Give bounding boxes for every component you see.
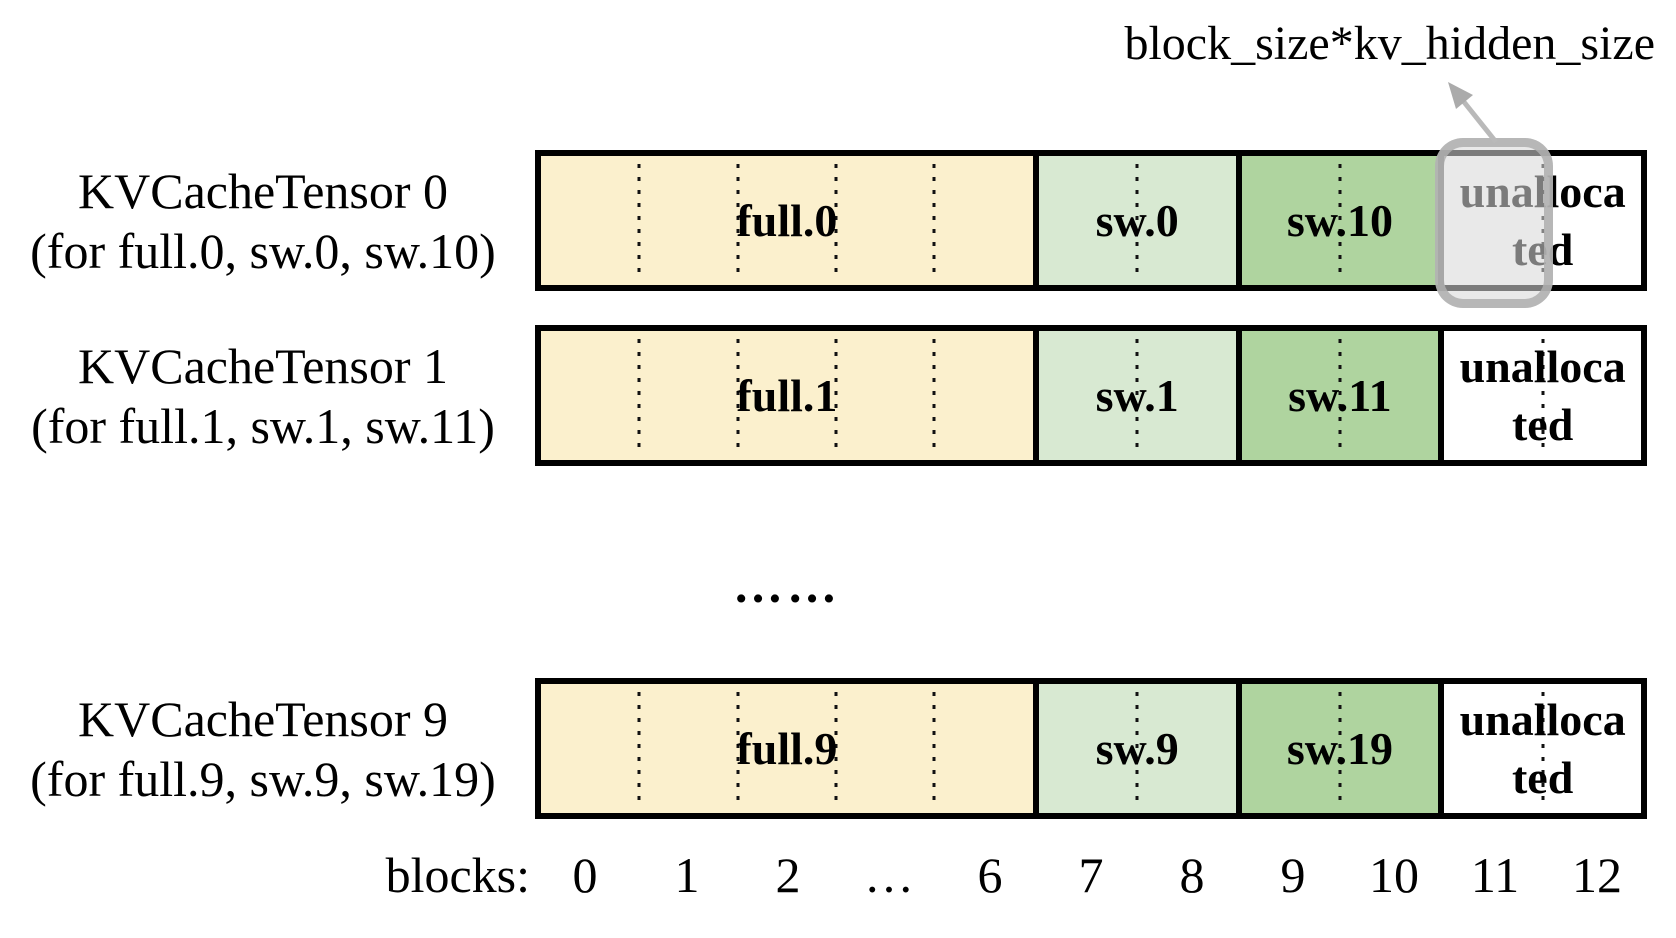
block-divider-dotted [932, 164, 936, 277]
block-divider-dotted [834, 339, 838, 452]
block-divider-dotted [1338, 692, 1342, 805]
segment-full-1-label: full.1 [736, 369, 838, 421]
block-size-highlight [1435, 138, 1553, 308]
block-divider-dotted [1338, 164, 1342, 277]
segment-sw-19: sw.19 [1235, 684, 1439, 813]
tensor-row-9-title: KVCacheTensor 9 [78, 690, 448, 747]
block-divider-dotted [932, 692, 936, 805]
tensor-row-1: KVCacheTensor 1 (for full.1, sw.1, sw.11… [0, 325, 1676, 466]
segment-full-9: full.9 [541, 684, 1033, 813]
tensor-row-9-bar: full.9 sw.9 sw.19 unalloca ted [535, 678, 1647, 819]
block-divider-dotted [736, 164, 740, 277]
segment-sw-19-label: sw.19 [1286, 722, 1393, 774]
segment-unallocated-9: unalloca ted [1438, 684, 1642, 813]
tensor-row-1-title: KVCacheTensor 1 [78, 337, 448, 394]
rows-ellipsis: …… [733, 557, 841, 613]
axis-tick-ellipsis: … [864, 847, 914, 903]
annotation-label: block_size*kv_hidden_size [1124, 17, 1655, 70]
segment-sw-9: sw.9 [1032, 684, 1236, 813]
tensor-row-0-subtitle: (for full.0, sw.0, sw.10) [30, 222, 496, 279]
segment-sw-11-label: sw.11 [1288, 369, 1392, 421]
blocks-axis-label: blocks: [385, 847, 530, 903]
tensor-row-1-label: KVCacheTensor 1 (for full.1, sw.1, sw.11… [8, 325, 518, 466]
axis-tick-2: 2 [775, 847, 801, 903]
block-divider-dotted [834, 692, 838, 805]
axis-tick-10: 10 [1369, 847, 1419, 903]
block-divider-dotted [1338, 339, 1342, 452]
block-divider-dotted [637, 339, 641, 452]
block-divider-dotted [1135, 692, 1139, 805]
segment-full-0: full.0 [541, 156, 1033, 285]
blocks-axis: blocks: 0 1 2 … 6 7 8 9 10 11 12 [0, 846, 1676, 910]
segment-sw-10-label: sw.10 [1286, 194, 1393, 246]
tensor-row-9-subtitle: (for full.9, sw.9, sw.19) [30, 750, 496, 807]
block-divider-dotted [1135, 164, 1139, 277]
segment-sw-0-label: sw.0 [1095, 194, 1179, 246]
block-divider-dotted [1541, 692, 1545, 805]
segment-sw-1-label: sw.1 [1095, 369, 1179, 421]
axis-tick-7: 7 [1078, 847, 1104, 903]
segment-unallocated-9-line2: ted [1511, 751, 1574, 803]
block-divider-dotted [932, 339, 936, 452]
segment-unallocated-1-line2: ted [1511, 398, 1574, 450]
block-divider-dotted [637, 692, 641, 805]
axis-tick-8: 8 [1179, 847, 1205, 903]
segment-full-9-label: full.9 [736, 722, 838, 774]
axis-tick-9: 9 [1280, 847, 1306, 903]
segment-unallocated-1: unalloca ted [1438, 331, 1642, 460]
annotation-arrow-icon [1448, 82, 1498, 144]
block-divider-dotted [736, 692, 740, 805]
segment-sw-10: sw.10 [1235, 156, 1439, 285]
axis-tick-11: 11 [1470, 847, 1520, 903]
tensor-row-9: KVCacheTensor 9 (for full.9, sw.9, sw.19… [0, 678, 1676, 819]
block-divider-dotted [637, 164, 641, 277]
tensor-row-9-label: KVCacheTensor 9 (for full.9, sw.9, sw.19… [8, 678, 518, 819]
segment-sw-11: sw.11 [1235, 331, 1439, 460]
segment-full-0-label: full.0 [736, 194, 838, 246]
block-divider-dotted [1135, 339, 1139, 452]
segment-sw-0: sw.0 [1032, 156, 1236, 285]
axis-tick-12: 12 [1572, 847, 1622, 903]
segment-unallocated-1-line1: unalloca [1459, 340, 1626, 392]
segment-full-1: full.1 [541, 331, 1033, 460]
tensor-row-0-title: KVCacheTensor 0 [78, 162, 448, 219]
block-divider-dotted [1541, 339, 1545, 452]
block-divider-dotted [834, 164, 838, 277]
tensor-row-0-bar: full.0 sw.0 sw.10 unalloca ted [535, 150, 1647, 291]
segment-unallocated-9-line1: unalloca [1459, 693, 1626, 745]
segment-sw-1: sw.1 [1032, 331, 1236, 460]
tensor-row-1-subtitle: (for full.1, sw.1, sw.11) [31, 397, 495, 454]
axis-tick-0: 0 [572, 847, 598, 903]
block-divider-dotted [736, 339, 740, 452]
tensor-row-1-bar: full.1 sw.1 sw.11 unalloca ted [535, 325, 1647, 466]
axis-tick-6: 6 [977, 847, 1003, 903]
tensor-row-0-label: KVCacheTensor 0 (for full.0, sw.0, sw.10… [8, 150, 518, 291]
axis-tick-1: 1 [674, 847, 700, 903]
tensor-row-0: KVCacheTensor 0 (for full.0, sw.0, sw.10… [0, 150, 1676, 291]
segment-sw-9-label: sw.9 [1095, 722, 1179, 774]
